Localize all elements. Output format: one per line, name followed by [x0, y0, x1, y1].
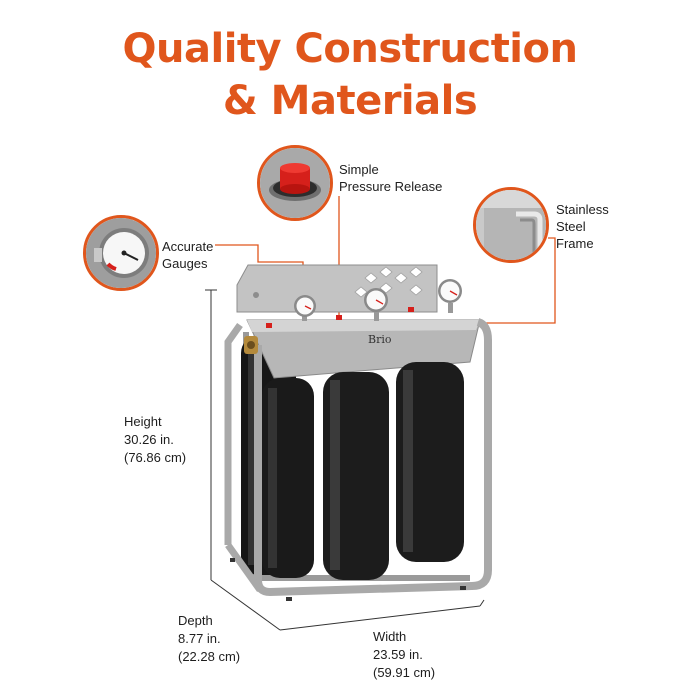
- depth-label: Depth: [178, 613, 213, 628]
- height-label: Height: [124, 414, 162, 429]
- pressure-release-buttons: [266, 307, 414, 328]
- width-metric: (59.91 cm): [373, 665, 436, 680]
- width-imperial: 23.59 in.: [373, 647, 423, 662]
- frame-line3: Frame: [556, 236, 594, 251]
- pressure-release-callout: Simple Pressure Release: [339, 161, 442, 195]
- pressure-release-line1: Simple: [339, 162, 379, 177]
- depth-dimension: Depth 8.77 in. (22.28 cm): [178, 612, 240, 666]
- depth-imperial: 8.77 in.: [178, 631, 221, 646]
- gauges-callout: Accurate Gauges: [162, 238, 213, 272]
- gauge-zoom: [83, 215, 159, 291]
- frame-callout: Stainless Steel Frame: [556, 201, 609, 252]
- width-dimension: Width 23.59 in. (59.91 cm): [373, 628, 435, 682]
- width-label: Width: [373, 629, 407, 644]
- brand-logo: Brio: [368, 333, 392, 346]
- pressure-release-line2: Pressure Release: [339, 179, 443, 194]
- dimension-lines: [205, 289, 485, 631]
- gauges-line1: Accurate: [162, 239, 214, 254]
- gauge-middle: [364, 288, 388, 321]
- frame-line2: Steel: [556, 219, 586, 234]
- gauges-line2: Gauges: [162, 256, 208, 271]
- gauge-left: [294, 295, 316, 321]
- title-line-1: Quality Construction: [122, 26, 578, 72]
- frame-line1: Stainless: [556, 202, 609, 217]
- title-line-2: & Materials: [222, 78, 478, 124]
- depth-metric: (22.28 cm): [178, 649, 241, 664]
- height-metric: (76.86 cm): [124, 450, 187, 465]
- height-imperial: 30.26 in.: [124, 432, 174, 447]
- frame-zoom: [473, 187, 549, 263]
- height-dimension: Height 30.26 in. (76.86 cm): [124, 413, 186, 467]
- pressure-release-zoom: [257, 145, 333, 221]
- gauge-right: [438, 279, 462, 313]
